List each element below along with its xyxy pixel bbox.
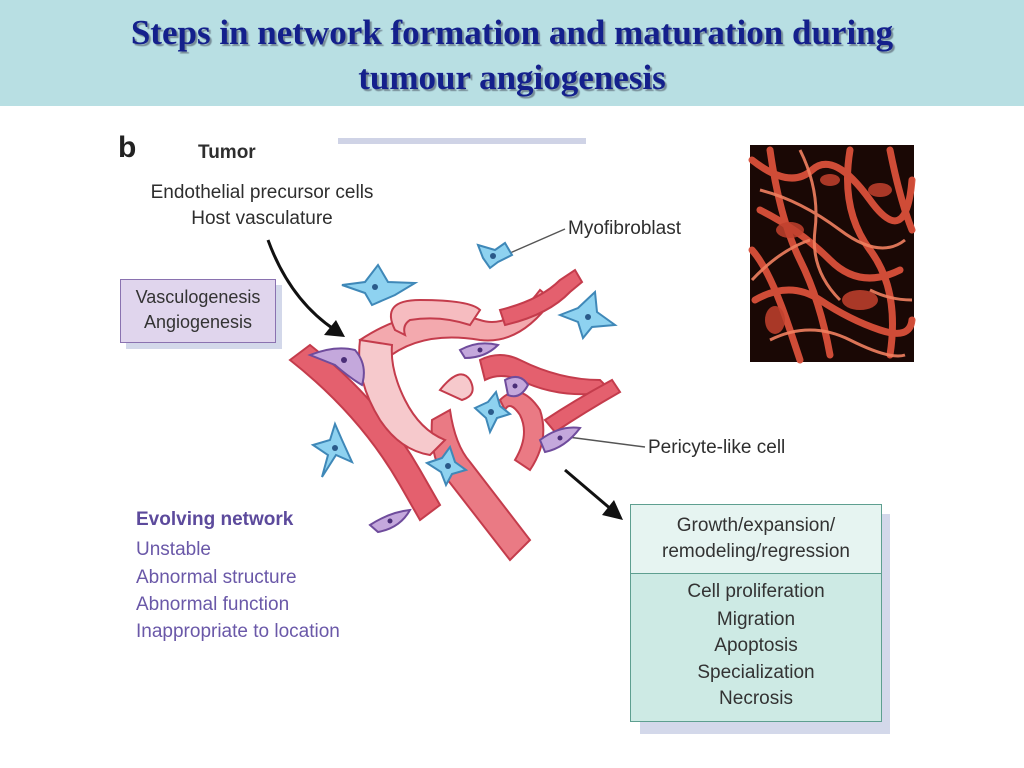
tumor-label: Tumor [198, 142, 256, 163]
growth-item-migration: Migration [716, 609, 796, 630]
decorative-bar [338, 138, 586, 144]
pericyte-cells [307, 342, 582, 534]
process-box: Vasculogenesis Angiogenesis [120, 279, 276, 343]
evolving-network-title: Evolving network [136, 509, 294, 530]
micrograph-image [748, 145, 916, 364]
process-angiogenesis: Angiogenesis [143, 312, 253, 332]
growth-item-apoptosis: Apoptosis [714, 635, 798, 656]
evolving-item-location: Inappropriate to location [136, 621, 340, 642]
panel-letter: b [118, 131, 137, 164]
growth-item-necrosis: Necrosis [719, 688, 793, 709]
growth-header-line-2: remodeling/regression [662, 541, 850, 562]
growth-item-specialization: Specialization [697, 662, 815, 683]
process-vasculogenesis: Vasculogenesis [135, 287, 261, 307]
evolving-item-structure: Abnormal structure [136, 567, 297, 588]
growth-box-header: Growth/expansion/ remodeling/regression [631, 505, 881, 574]
growth-box: Growth/expansion/ remodeling/regression … [630, 504, 882, 722]
evolving-item-unstable: Unstable [136, 539, 211, 560]
evolving-item-function: Abnormal function [136, 594, 290, 615]
myofibroblast-cells [310, 241, 618, 488]
arrow-to-growth-box [564, 468, 623, 520]
myofibroblast-leader [509, 228, 566, 254]
source-label-precursor: Endothelial precursor cells [150, 182, 374, 203]
source-label-host: Host vasculature [191, 208, 333, 229]
title-line-1: Steps in network formation and maturatio… [130, 13, 894, 52]
growth-header-line-1: Growth/expansion/ [676, 515, 836, 536]
myofibroblast-label: Myofibroblast [568, 218, 681, 239]
title-banner [0, 0, 1024, 106]
slide-title: Steps in network formation and maturatio… [0, 10, 1024, 100]
growth-item-proliferation: Cell proliferation [687, 581, 825, 602]
blood-vessels [288, 268, 622, 562]
pericyte-label: Pericyte-like cell [648, 437, 786, 458]
title-line-2: tumour angiogenesis [358, 58, 666, 97]
pericyte-leader [567, 436, 646, 448]
arrow-to-vessels [266, 239, 345, 337]
